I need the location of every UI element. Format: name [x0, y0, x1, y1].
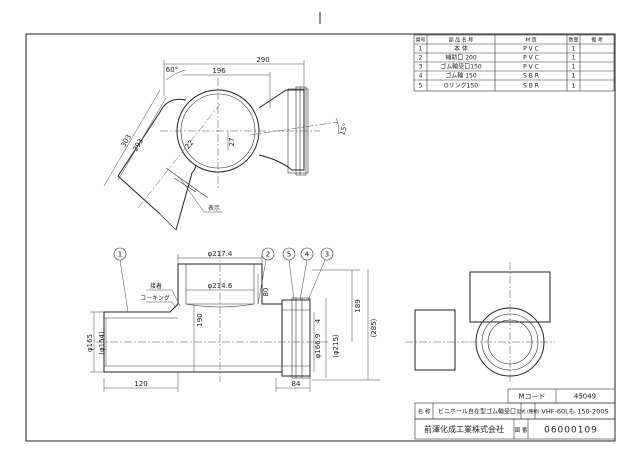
svg-text:S B R: S B R [523, 73, 539, 80]
dim-303: 303 [119, 133, 133, 149]
label-secchaku: 接着 [150, 282, 162, 290]
svg-text:S B R: S B R [523, 83, 539, 90]
svg-text:5: 5 [287, 251, 291, 259]
svg-text:P V C: P V C [523, 55, 539, 62]
dim-phi215: (φ215) [332, 334, 340, 358]
model-value: VHF-60Lも 150-200S [541, 408, 608, 416]
balloon-1: 1 [113, 247, 129, 313]
table-row: 1 本 体 P V C 1 [419, 45, 576, 53]
svg-text:1: 1 [572, 46, 576, 53]
mcode-value: 45049 [574, 393, 596, 401]
drawing-no-label: 図 番 [515, 427, 528, 434]
drawing-frame [25, 33, 616, 442]
svg-text:1: 1 [419, 46, 423, 53]
svg-text:3: 3 [325, 251, 329, 259]
table-header-remarks: 備 考 [591, 37, 603, 44]
name-label: 名 称 [418, 408, 431, 416]
table-header-qty: 数量 [568, 37, 578, 44]
balloon-2: 2 [257, 247, 275, 305]
svg-text:1: 1 [572, 83, 576, 90]
svg-text:2: 2 [419, 55, 423, 62]
parts-table: 番号 部 品 名 称 材 質 数量 備 考 1 本 体 P V C 1 2 補助… [413, 34, 615, 92]
svg-text:1: 1 [572, 73, 576, 80]
svg-text:P V C: P V C [523, 64, 539, 71]
table-row: 5 Oリング150 S B R 1 [419, 82, 576, 90]
mcode-label: Mコ－ド [518, 393, 545, 401]
label-caulking: コ－キング [140, 294, 170, 302]
plan-view: 290 196 60° 303 293 22 27 15° 表示 [103, 56, 350, 231]
table-header-no: 番号 [415, 37, 425, 44]
dim-27: 27 [228, 138, 236, 147]
side-view [405, 262, 555, 384]
table-row: 3 ゴム輪受口150 P V C 1 [419, 63, 576, 71]
svg-text:2: 2 [266, 251, 270, 259]
svg-text:P V C: P V C [523, 46, 539, 53]
dim-196: 196 [212, 67, 226, 75]
svg-text:ゴム輪受口150: ゴム輪受口150 [440, 63, 482, 71]
dim-84: 84 [292, 380, 301, 388]
dim-phi154: (φ154) [98, 331, 106, 355]
dim-15deg: 15° [338, 122, 350, 136]
dim-60deg: 60° [166, 66, 178, 74]
svg-text:ゴム輪 150: ゴム輪 150 [445, 72, 477, 80]
title-block: Mコ－ド 45049 名 称 ビニホール自在型ゴム輪受口 型式 (種類) VHF… [414, 388, 616, 440]
svg-text:1: 1 [572, 55, 576, 62]
dim-290: 290 [256, 56, 269, 64]
dim-189: 189 [354, 299, 362, 312]
table-row: 2 補助口 200 P V C 1 [419, 54, 576, 62]
balloon-5: 5 [282, 247, 296, 301]
svg-text:1: 1 [572, 64, 576, 71]
svg-text:5: 5 [419, 83, 423, 90]
label-hyoji: 表示 [208, 204, 220, 212]
dim-phi217: φ217.4 [208, 250, 233, 258]
balloon-4: 4 [299, 247, 314, 301]
dim-190: 190 [196, 313, 204, 326]
dim-80: 80 [262, 288, 270, 297]
company-name: 前澤化成工業株式会社 [424, 424, 504, 434]
front-view: φ217.4 φ214.6 80 190 189 (285) φ166.9 (φ… [86, 247, 380, 392]
drawing-no-value: 06000109 [544, 426, 598, 436]
model-label: 型式 (種類) [517, 408, 540, 415]
dim-phi214: φ214.6 [208, 282, 233, 290]
dim-phi165: φ165 [86, 334, 94, 352]
table-header-name: 部 品 名 称 [449, 37, 474, 44]
svg-text:本 体: 本 体 [454, 45, 468, 53]
dim-285: (285) [370, 318, 378, 337]
svg-text:4: 4 [419, 73, 423, 80]
svg-text:4: 4 [305, 251, 310, 259]
dim-22: 22 [184, 139, 196, 151]
dim-120: 120 [134, 380, 147, 388]
svg-text:Oリング150: Oリング150 [444, 82, 478, 90]
svg-text:補助口 200: 補助口 200 [445, 54, 477, 62]
table-header-material: 材 質 [525, 37, 537, 44]
dim-phi166: φ166.9 [314, 334, 322, 359]
dim-4: 4 [314, 318, 322, 323]
dim-293: 293 [131, 137, 145, 153]
svg-text:3: 3 [419, 64, 423, 71]
name-value: ビニホール自在型ゴム輪受口 [438, 408, 516, 416]
svg-text:1: 1 [118, 251, 122, 259]
table-row: 4 ゴム輪 150 S B R 1 [419, 72, 576, 80]
balloon-3: 3 [307, 247, 334, 301]
